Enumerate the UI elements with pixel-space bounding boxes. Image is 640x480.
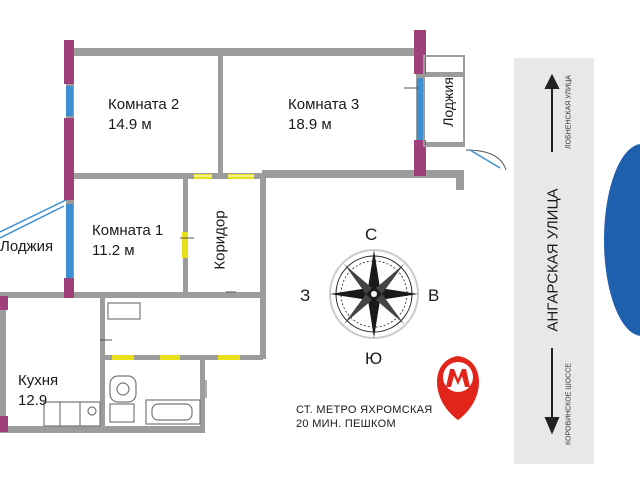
windows (66, 78, 423, 278)
kitchen-name: Кухня (18, 372, 59, 389)
street-bottom-name: КОРОВИНСКОЕ ШОССЕ (565, 363, 573, 445)
street-arrows (544, 73, 560, 435)
room3-area: 18.9 м (288, 116, 332, 133)
metro-logo (437, 356, 479, 420)
metro-walk-time: 20 МИН. ПЕШКОМ (296, 418, 396, 430)
room2-area: 14.9 м (108, 116, 152, 133)
window-lines (0, 149, 507, 239)
compass-rose (329, 249, 419, 339)
room1-name: Комната 1 (92, 222, 164, 239)
street-top-name: ЛОБНЕНСКАЯ УЛИЦА (565, 75, 573, 149)
room3-name: Комната 3 (288, 96, 360, 113)
loggia-left-name: Лоджия (0, 238, 54, 255)
markers (100, 87, 418, 341)
compass-north: С (365, 225, 378, 244)
loggia-top-outline (423, 55, 465, 147)
columns (0, 30, 426, 432)
compass-east: В (428, 286, 440, 305)
kitchen-area: 12.9 (18, 392, 48, 409)
fixtures (43, 302, 207, 427)
metro-station: СТ. МЕТРО ЯХРОМСКАЯ (296, 404, 433, 416)
room2-name: Комната 2 (108, 96, 180, 113)
street-band (514, 58, 594, 464)
street-main-name: АНГАРСКАЯ УЛИЦА (544, 188, 562, 332)
compass-west: З (300, 286, 311, 305)
loggia-top-name: Лоджия (440, 77, 456, 127)
compass-south: Ю (365, 349, 383, 368)
corridor-name: Коридор (211, 210, 229, 270)
room1-area: 11.2 м (92, 242, 135, 259)
pond (604, 144, 640, 336)
